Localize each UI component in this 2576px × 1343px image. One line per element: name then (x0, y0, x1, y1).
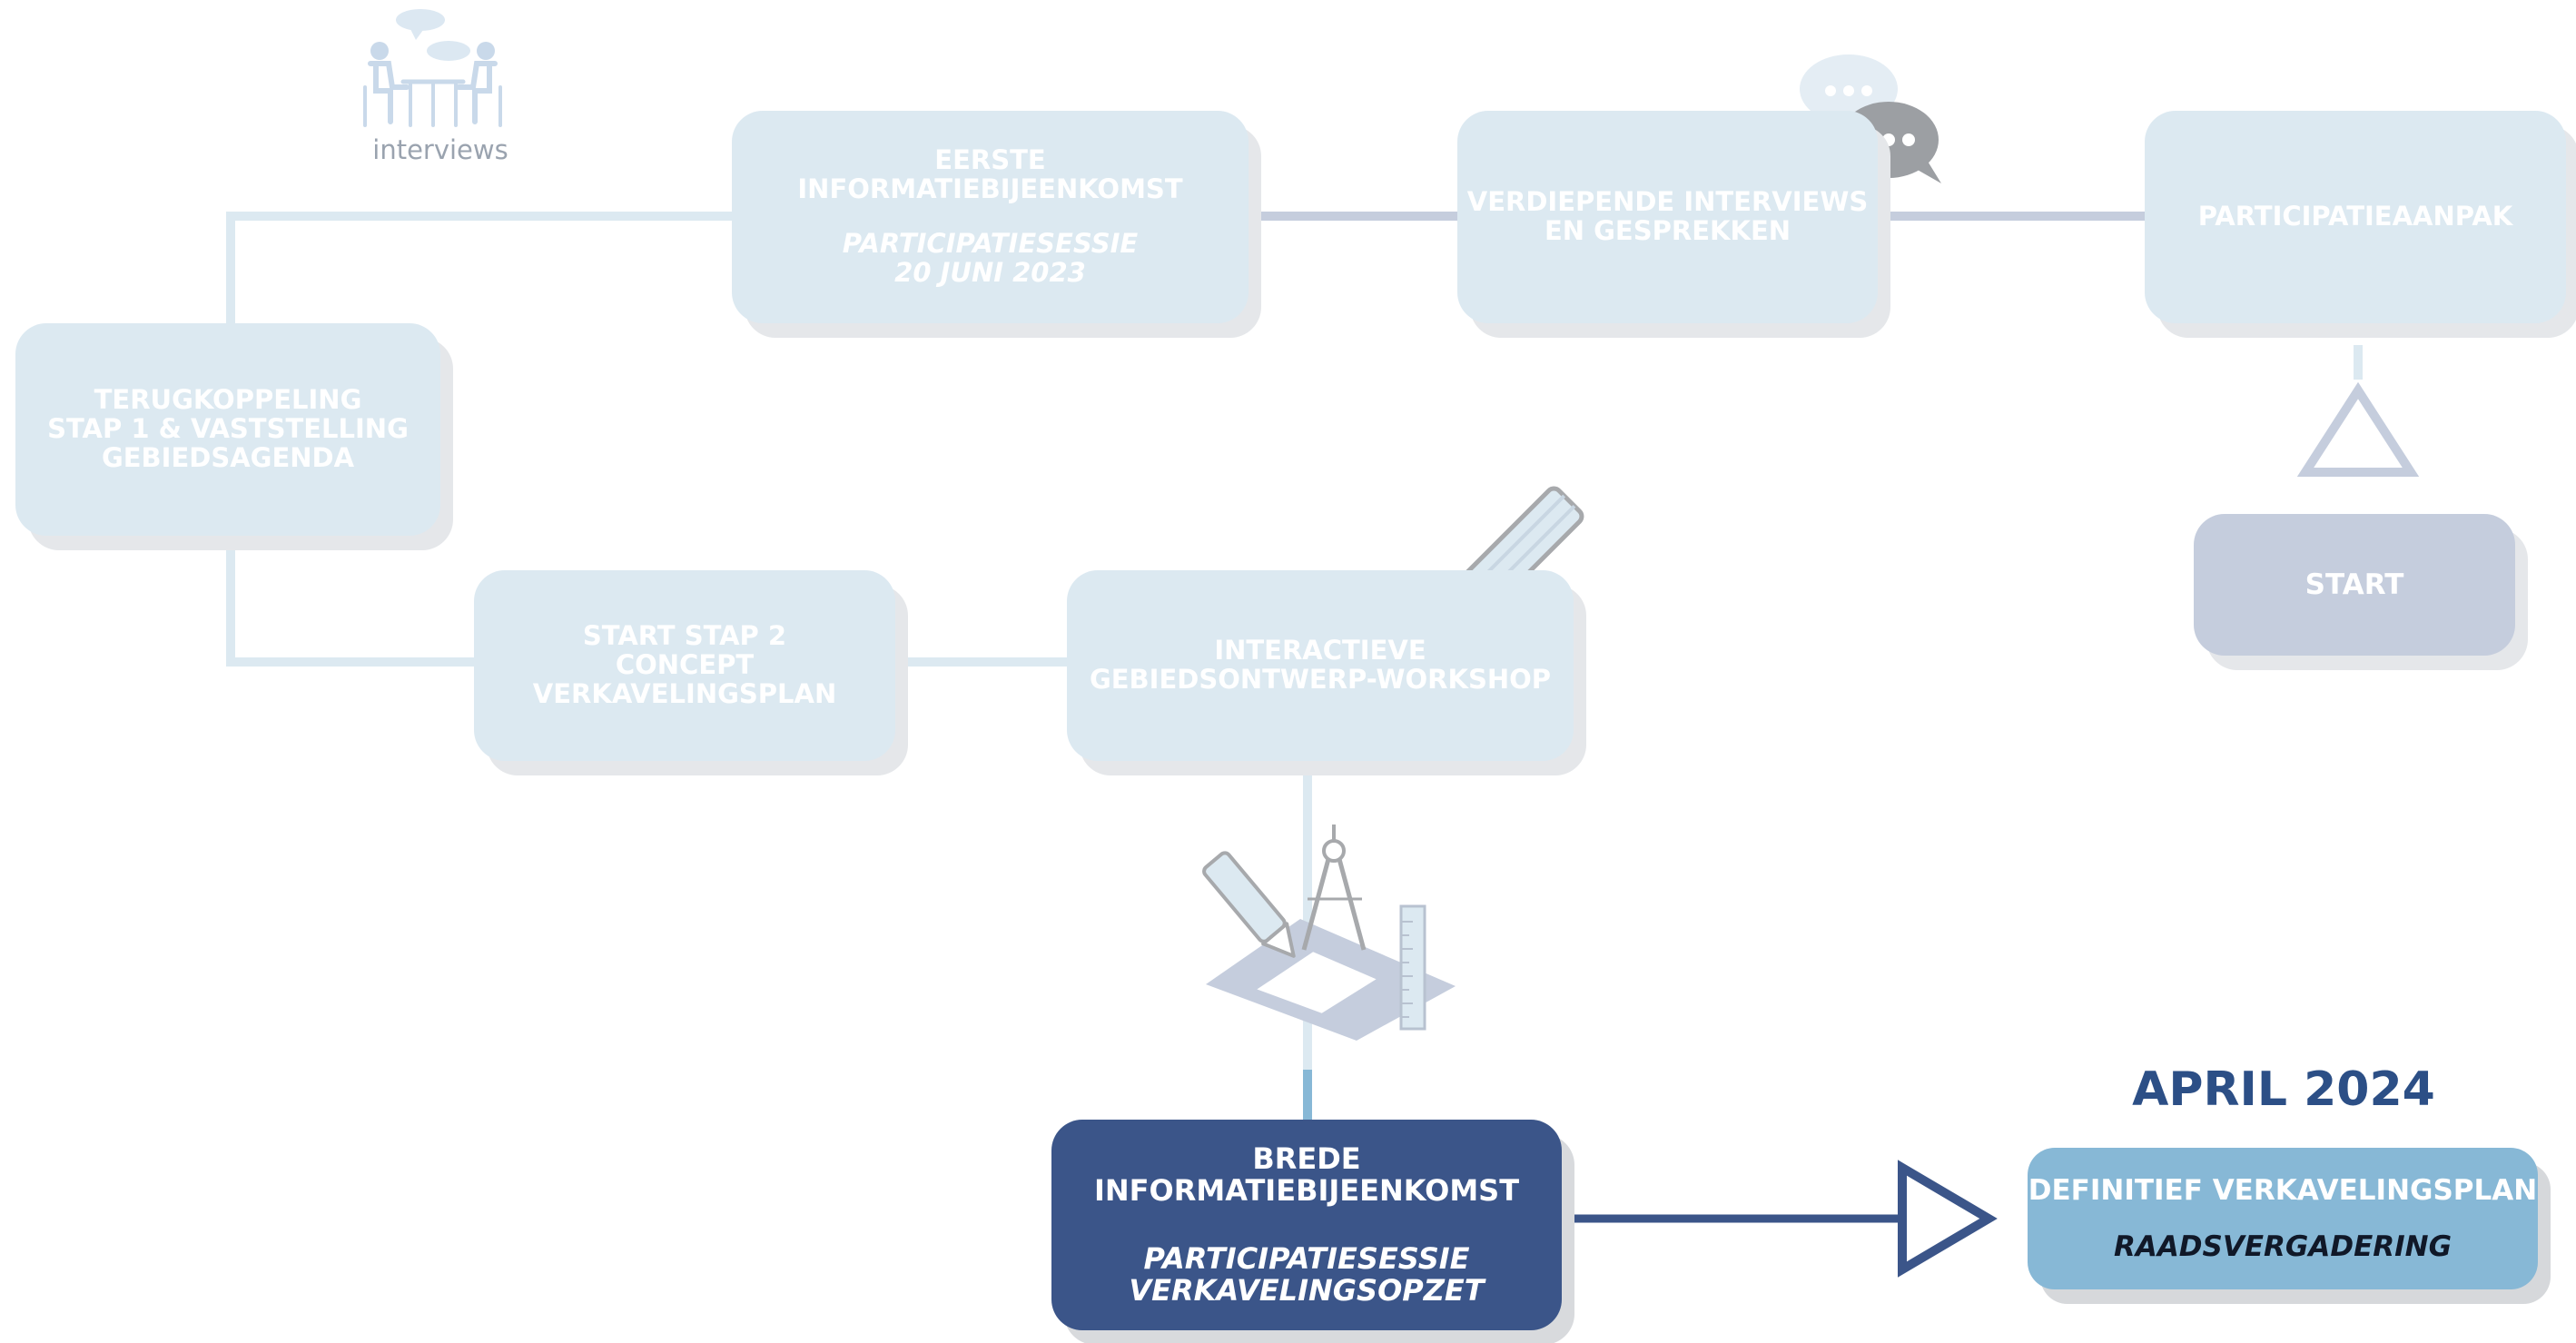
step-brede-informatiebijeenkomst: BREDE INFORMATIEBIJEENKOMST PARTICIPATIE… (1051, 1120, 1562, 1330)
step-terugkoppeling: TERUGKOPPELING STAP 1 & VASTSTELLING GEB… (15, 323, 440, 536)
step-interactieve-line2: GEBIEDSONTWERP-WORKSHOP (1089, 664, 1552, 695)
step-eerste-sub1: PARTICIPATIESESSIE (842, 228, 1139, 259)
step-definitief-sub1: RAADSVERGADERING (2113, 1230, 2453, 1263)
step-brede-line1: BREDE (1252, 1141, 1361, 1176)
step-participatieaanpak: PARTICIPATIEAANPAK (2145, 111, 2566, 323)
step-startstap2-line1: START STAP 2 (582, 620, 787, 652)
step-interactieve-line1: INTERACTIEVE (1214, 635, 1426, 667)
step-brede-sub1: PARTICIPATIESESSIE (1143, 1241, 1470, 1276)
step-startstap2-line2: CONCEPT (615, 649, 755, 681)
interviews-icon-label: interviews (372, 134, 508, 165)
step-eerste-sub2: 20 JUNI 2023 (894, 256, 1086, 288)
step-verdiepende-line1: VERDIEPENDE INTERVIEWS (1466, 186, 1869, 218)
step-brede-sub2: VERKAVELINGSOPZET (1129, 1273, 1485, 1308)
step-start: START (2194, 514, 2515, 656)
step-participatieaanpak-title: PARTICIPATIEAANPAK (2197, 201, 2513, 232)
step-verdiepende-line2: EN GESPREKKEN (1544, 215, 1791, 246)
interview-people-icon (363, 9, 502, 127)
step-startstap2-line3: VERKAVELINGSPLAN (532, 677, 837, 709)
step-terugkoppeling-line3: GEBIEDSAGENDA (101, 441, 355, 473)
connector-eerste-terugkoppeling (226, 212, 732, 323)
step-definitief-verkavelingsplan: DEFINITIEF VERKAVELINGSPLAN RAADSVERGADE… (2028, 1148, 2538, 1289)
step-brede-line2: INFORMATIEBIJEENKOMST (1093, 1172, 1520, 1208)
triangle-marker-icon (2296, 381, 2420, 477)
arrow-head-icon (1898, 1160, 1998, 1278)
drafting-tools-icon (1202, 825, 1456, 1041)
step-start-title: START (2305, 568, 2404, 601)
step-eerste-line2: INFORMATIEBIJEENKOMST (797, 173, 1183, 205)
connectors (226, 212, 2363, 1223)
step-verdiepende-interviews: VERDIEPENDE INTERVIEWS EN GESPREKKEN (1457, 111, 1878, 323)
step-interactieve-workshop: INTERACTIEVE GEBIEDSONTWERP-WORKSHOP (1067, 570, 1574, 761)
final-date-label: APRIL 2024 (2132, 1062, 2435, 1117)
step-start-stap-2: START STAP 2 CONCEPT VERKAVELINGSPLAN (474, 570, 895, 761)
step-terugkoppeling-line1: TERUGKOPPELING (94, 384, 362, 416)
step-definitief-line1: DEFINITIEF VERKAVELINGSPLAN (2028, 1173, 2538, 1207)
connector-terugkoppeling-startstap2 (226, 536, 474, 667)
step-eerste-line1: EERSTE (934, 144, 1046, 176)
step-terugkoppeling-line2: STAP 1 & VASTSTELLING (47, 413, 409, 445)
step-eerste-informatiebijeenkomst: EERSTE INFORMATIEBIJEENKOMST PARTICIPATI… (732, 111, 1249, 323)
